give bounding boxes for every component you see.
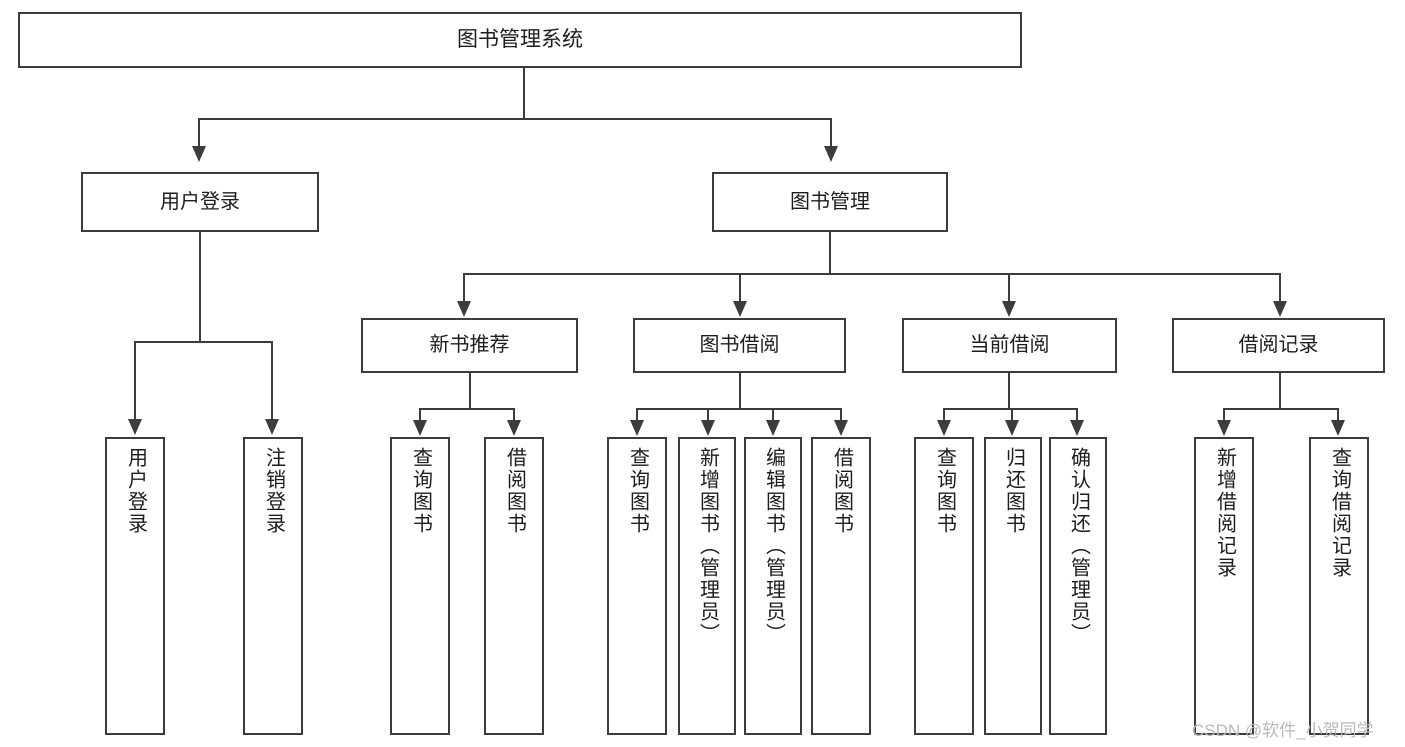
node-user-login[interactable]: 用户登录 xyxy=(81,172,319,232)
leaf-user-login[interactable]: 用户登录 xyxy=(105,437,165,735)
arrow-current-to-leaf-3 xyxy=(1070,420,1084,436)
leaf-recommend-borrow-book[interactable]: 借阅图书 xyxy=(484,437,544,735)
arrow-root-to-user-login xyxy=(192,146,206,162)
arrow-borrow-to-leaf-2 xyxy=(701,420,715,436)
leaf-borrow-query-book[interactable]: 查询图书 xyxy=(607,437,667,735)
connector-current-stem xyxy=(1008,373,1010,409)
connector-borrow-to-leaf-3 xyxy=(772,408,774,422)
connector-user-login-to-leaf-2 xyxy=(271,341,273,421)
node-label: 编辑图书（管理员） xyxy=(762,447,785,645)
arrow-borrow-to-leaf-1 xyxy=(630,420,644,436)
node-label: 查询图书 xyxy=(933,447,956,535)
arrow-book-mgmt-to-borrow xyxy=(733,301,747,317)
node-label: 注销登录 xyxy=(262,447,285,535)
leaf-current-return-book[interactable]: 归还图书 xyxy=(984,437,1042,735)
arrow-current-to-leaf-2 xyxy=(1005,420,1019,436)
node-label: 图书借阅 xyxy=(699,334,780,356)
connector-book-mgmt-to-borrow xyxy=(739,273,741,303)
connector-book-mgmt-stem xyxy=(829,232,831,274)
node-label: 新书推荐 xyxy=(429,334,510,356)
node-label: 新增借阅记录 xyxy=(1213,447,1236,579)
arrow-borrow-to-leaf-3 xyxy=(766,420,780,436)
connector-current-to-leaf-2 xyxy=(1011,408,1013,422)
connector-user-login-to-leaf-1 xyxy=(134,341,136,421)
node-label: 借阅记录 xyxy=(1238,334,1319,356)
connector-record-stem xyxy=(1279,373,1281,409)
node-label: 用户登录 xyxy=(160,190,240,213)
arrow-book-mgmt-to-current xyxy=(1002,301,1016,317)
leaf-borrow-add-book-admin[interactable]: 新增图书（管理员） xyxy=(678,437,736,735)
leaf-logout[interactable]: 注销登录 xyxy=(243,437,303,735)
arrow-recommend-to-leaf-2 xyxy=(507,420,521,436)
connector-record-to-leaf-1 xyxy=(1223,408,1225,422)
arrow-current-to-leaf-1 xyxy=(937,420,951,436)
leaf-borrow-edit-book-admin[interactable]: 编辑图书（管理员） xyxy=(744,437,802,735)
arrow-root-to-book-mgmt xyxy=(824,146,838,162)
connector-borrow-bar xyxy=(636,408,842,410)
node-label: 归还图书 xyxy=(1002,447,1025,535)
connector-recommend-to-leaf-1 xyxy=(419,408,421,422)
connector-current-to-leaf-1 xyxy=(943,408,945,422)
node-book-management[interactable]: 图书管理 xyxy=(712,172,948,232)
arrow-record-to-leaf-2 xyxy=(1331,420,1345,436)
leaf-borrow-borrow-book[interactable]: 借阅图书 xyxy=(811,437,871,735)
connector-root-to-book-mgmt xyxy=(830,118,832,148)
connector-record-to-leaf-2 xyxy=(1337,408,1339,422)
connector-root-bar xyxy=(198,118,832,120)
connector-current-to-leaf-3 xyxy=(1076,408,1078,422)
node-label: 新增图书（管理员） xyxy=(696,447,719,645)
arrow-book-mgmt-to-record xyxy=(1273,301,1287,317)
arrow-user-login-to-leaf-1 xyxy=(128,419,142,435)
csdn-watermark: CSDN @软件_小贺同学 xyxy=(1192,721,1374,740)
leaf-current-query-book[interactable]: 查询图书 xyxy=(914,437,974,735)
arrow-recommend-to-leaf-1 xyxy=(413,420,427,436)
connector-book-mgmt-to-current xyxy=(1008,273,1010,303)
connector-recommend-stem xyxy=(469,373,471,409)
connector-current-bar xyxy=(943,408,1077,410)
leaf-recommend-query-book[interactable]: 查询图书 xyxy=(390,437,450,735)
node-label: 查询图书 xyxy=(409,447,432,535)
node-label: 查询图书 xyxy=(626,447,649,535)
leaf-record-add-record[interactable]: 新增借阅记录 xyxy=(1194,437,1254,735)
connector-root-to-user-login xyxy=(198,118,200,148)
connector-user-login-stem xyxy=(199,232,201,342)
node-label: 确认归还（管理员） xyxy=(1067,447,1090,645)
arrow-record-to-leaf-1 xyxy=(1217,420,1231,436)
node-label: 借阅图书 xyxy=(830,447,853,535)
connector-borrow-to-leaf-4 xyxy=(840,408,842,422)
node-label: 当前借阅 xyxy=(969,334,1050,356)
node-label: 图书管理系统 xyxy=(457,27,583,51)
connector-recommend-to-leaf-2 xyxy=(513,408,515,422)
connector-borrow-to-leaf-1 xyxy=(636,408,638,422)
connector-record-bar xyxy=(1223,408,1339,410)
node-new-book-recommend[interactable]: 新书推荐 xyxy=(361,318,578,373)
connector-recommend-bar xyxy=(419,408,515,410)
connector-book-mgmt-to-recommend xyxy=(463,273,465,303)
node-borrow-record[interactable]: 借阅记录 xyxy=(1172,318,1385,373)
leaf-current-confirm-return-admin[interactable]: 确认归还（管理员） xyxy=(1049,437,1107,735)
connector-borrow-to-leaf-2 xyxy=(707,408,709,422)
node-book-borrow[interactable]: 图书借阅 xyxy=(633,318,846,373)
node-label: 用户登录 xyxy=(124,447,147,535)
node-root-system[interactable]: 图书管理系统 xyxy=(18,12,1022,68)
node-label: 图书管理 xyxy=(790,190,870,213)
connector-root-stem xyxy=(523,68,525,118)
node-label: 查询借阅记录 xyxy=(1328,447,1351,579)
leaf-record-query-record[interactable]: 查询借阅记录 xyxy=(1309,437,1369,735)
arrow-user-login-to-leaf-2 xyxy=(265,419,279,435)
node-label: 借阅图书 xyxy=(503,447,526,535)
arrow-borrow-to-leaf-4 xyxy=(834,420,848,436)
connector-borrow-stem xyxy=(739,373,741,409)
node-current-borrow[interactable]: 当前借阅 xyxy=(902,318,1117,373)
connector-book-mgmt-to-record xyxy=(1279,273,1281,303)
connector-user-login-bar xyxy=(134,341,273,343)
connector-book-mgmt-bar xyxy=(463,273,1281,275)
arrow-book-mgmt-to-recommend xyxy=(457,301,471,317)
